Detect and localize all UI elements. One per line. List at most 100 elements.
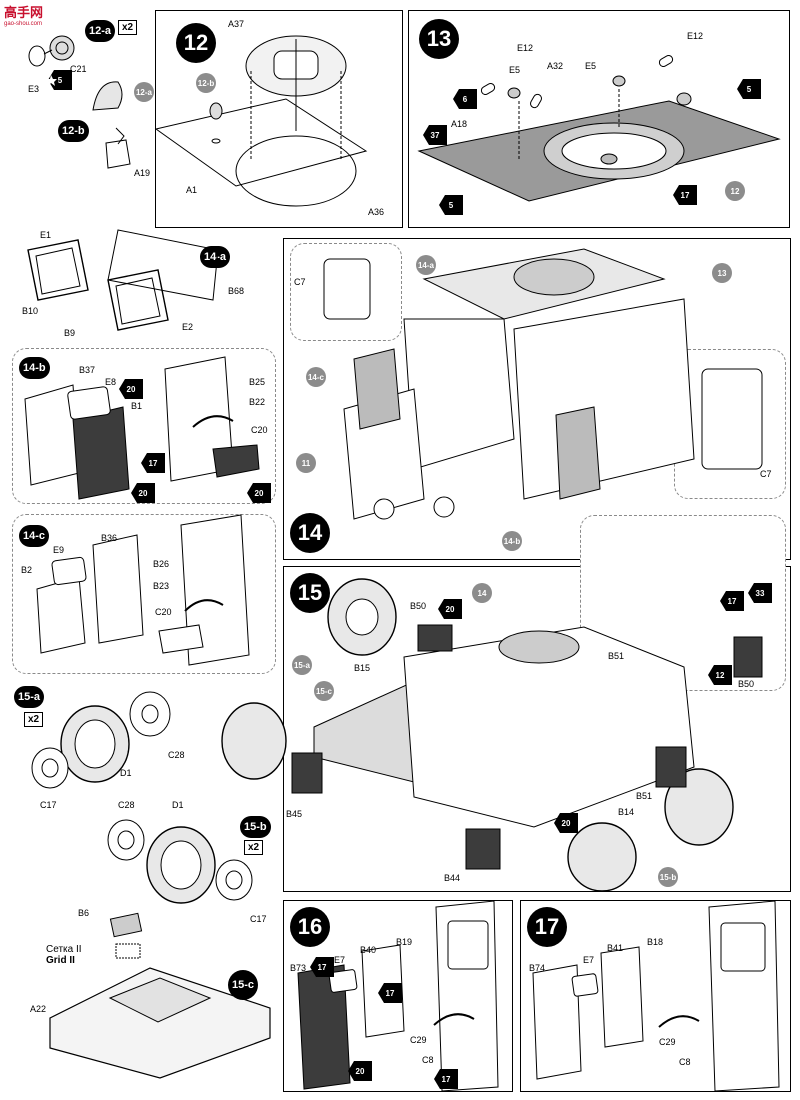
multiplier-15b: x2 <box>244 840 264 855</box>
part-e12-right: E12 <box>687 31 704 41</box>
step-12-panel: 12 A37 A1 A36 12-b <box>154 10 403 228</box>
multiplier-12a: x2 <box>118 20 138 35</box>
substep-15b-label: 15-b <box>240 816 271 838</box>
part-b51-main: B51 <box>636 791 653 801</box>
part-d1-15a: D1 <box>120 768 132 778</box>
step-17-panel: 17 B74 E7 B41 B18 C29 C8 <box>520 900 791 1092</box>
vehicle-body-art <box>323 248 763 520</box>
part-e3: E3 <box>28 84 40 94</box>
part-c21: C21 <box>70 64 87 74</box>
part-b40: B40 <box>360 945 377 955</box>
ref-12a: 12-a <box>134 82 154 102</box>
substep-14b-label: 14-b <box>19 357 50 379</box>
watermark-url: gao-shou.com <box>4 21 43 27</box>
part-b50-top: B50 <box>410 601 427 611</box>
part-b23: B23 <box>153 581 170 591</box>
paint-callout-13-2: 37 <box>423 125 447 145</box>
part-e12-left: E12 <box>517 43 534 53</box>
windshield-frame-art <box>27 229 219 331</box>
side-door-parts-art <box>36 514 250 666</box>
part-b51-detail: B51 <box>608 651 625 661</box>
part-c7-right: C7 <box>760 469 772 479</box>
engine-hood-art <box>49 912 271 1079</box>
part-b19: B19 <box>396 937 413 947</box>
step-14-panel: 14 C7 C7 14-a 14-c 11 14-b 13 <box>283 238 791 560</box>
paint-callout-14b-4: 20 <box>247 483 271 503</box>
part-b45: B45 <box>286 809 303 819</box>
ref-14-in-15: 14 <box>472 583 492 603</box>
substep-15c-label: 15-c <box>228 970 259 1000</box>
ref-13-in-14: 13 <box>712 263 732 283</box>
step-14-detail-left <box>290 243 402 341</box>
part-b9: B9 <box>64 328 76 338</box>
part-c8-17: C8 <box>679 1057 691 1067</box>
paint-callout-15-5: 12 <box>708 665 732 685</box>
part-e2: E2 <box>182 322 194 332</box>
step-12-number: 12 <box>176 23 216 63</box>
paint-callout-16-4: 17 <box>434 1069 458 1089</box>
ref-11-in-14: 11 <box>296 453 316 473</box>
part-a37: A37 <box>228 19 245 29</box>
multiplier-15a: x2 <box>24 712 44 727</box>
step-17-number: 17 <box>527 907 567 947</box>
watermark-logo: 高手网 gao-shou.com <box>4 2 43 27</box>
part-c7-left: C7 <box>294 277 306 287</box>
part-b50-detail: B50 <box>738 679 755 689</box>
part-c8-16: C8 <box>422 1055 434 1065</box>
step-13-number: 13 <box>419 19 459 59</box>
substep-14b-panel: 14-b B37 E8 B1 B25 B22 C20 20 17 20 20 <box>12 348 276 504</box>
part-b2: B2 <box>21 565 33 575</box>
rear-door-parts-art <box>24 356 260 500</box>
paint-callout-12a: 5 <box>48 70 72 90</box>
wheel-assembly-a-art <box>31 691 171 789</box>
ref-14b-in-14: 14-b <box>502 531 522 551</box>
part-b1: B1 <box>131 401 143 411</box>
part-b37: B37 <box>79 365 96 375</box>
paint-callout-16-3: 20 <box>348 1061 372 1081</box>
ref-12b-in-12: 12-b <box>196 73 216 93</box>
step-15-panel: 15 B50 B50 B15 B45 B44 B14 B51 B51 14 15… <box>221 515 791 892</box>
part-c20-14b: C20 <box>251 425 268 435</box>
vehicle-assembly-art <box>221 578 763 892</box>
part-b26: B26 <box>153 559 170 569</box>
part-b15: B15 <box>354 663 371 673</box>
part-b41: B41 <box>607 943 624 953</box>
paint-callout-15-1: 20 <box>438 599 462 619</box>
part-b22: B22 <box>249 397 266 407</box>
part-e7-17: E7 <box>583 955 595 965</box>
part-a36: A36 <box>368 207 385 217</box>
ref-15a-in-15: 15-a <box>292 655 312 675</box>
grid-label-ru: Сетка II <box>46 944 82 955</box>
step-15-number: 15 <box>290 573 330 613</box>
part-c20-14c: C20 <box>155 607 172 617</box>
part-e5-left: E5 <box>509 65 521 75</box>
part-c29-16: C29 <box>410 1035 427 1045</box>
part-a18: A18 <box>451 119 468 129</box>
ref-15b-in-15: 15-b <box>658 867 678 887</box>
substep-14c-label: 14-c <box>19 525 50 547</box>
mirror-assembly-art <box>28 35 75 67</box>
ref-15c-in-15: 15-c <box>314 681 334 701</box>
paint-callout-16-1: 17 <box>310 957 334 977</box>
part-c28-15b: C28 <box>118 800 135 810</box>
part-b25: B25 <box>249 377 266 387</box>
part-b18: B18 <box>647 937 664 947</box>
substep-15a-label: 15-a <box>14 686 45 708</box>
substep-12b-label: 12-b <box>58 120 89 142</box>
step-14-number: 14 <box>290 513 330 553</box>
hatch-assembly-art <box>154 35 368 207</box>
part-b10: B10 <box>22 306 39 316</box>
part-a22: A22 <box>30 1004 47 1014</box>
ref-12-in-13: 12 <box>725 181 745 201</box>
part-b36: B36 <box>101 533 118 543</box>
ref-14c-in-14: 14-c <box>306 367 326 387</box>
part-d1-15b: D1 <box>172 800 184 810</box>
part-b44: B44 <box>444 873 461 883</box>
part-e5-mid: E5 <box>585 61 597 71</box>
part-c28-15a: C28 <box>168 750 185 760</box>
part-b73: B73 <box>290 963 307 973</box>
step-13-panel: 13 E12 E12 E5 E5 A32 A18 12 6 37 5 17 5 <box>408 10 790 228</box>
headlight-lens-art <box>92 81 123 111</box>
paint-callout-13-3: 5 <box>439 195 463 215</box>
part-b74: B74 <box>529 963 546 973</box>
